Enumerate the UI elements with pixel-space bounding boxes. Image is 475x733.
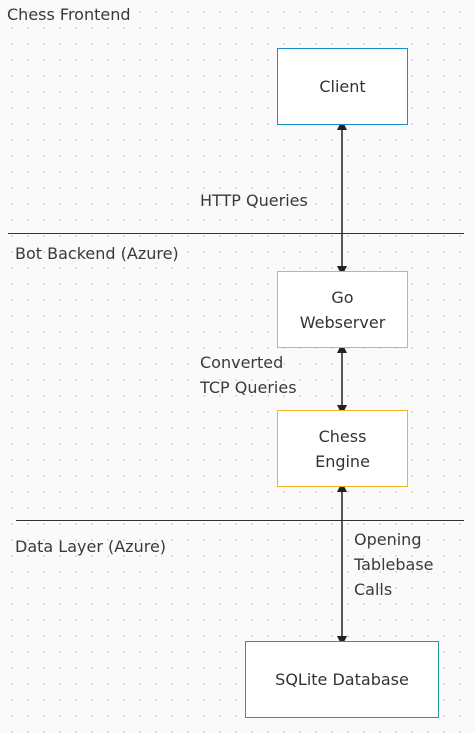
node-go-webserver-label: Go Webserver — [299, 287, 386, 332]
zone-divider-backend-data — [16, 520, 464, 521]
edge-label-http-queries: HTTP Queries — [200, 191, 308, 210]
node-chess-engine-label: Chess Engine — [315, 426, 370, 471]
node-go-webserver[interactable]: Go Webserver — [277, 271, 408, 348]
node-client[interactable]: Client — [277, 48, 408, 125]
zone-label-chess-frontend: Chess Frontend — [7, 5, 131, 24]
edge-label-opening-tablebase-calls: Opening Tablebase Calls — [354, 530, 434, 599]
node-sqlite-database[interactable]: SQLite Database — [245, 641, 439, 718]
node-sqlite-database-label: SQLite Database — [275, 670, 409, 689]
zone-label-bot-backend: Bot Backend (Azure) — [15, 244, 179, 263]
edge-label-converted-tcp-queries: Converted TCP Queries — [200, 353, 297, 397]
node-client-label: Client — [319, 77, 366, 96]
zone-label-data-layer: Data Layer (Azure) — [15, 537, 167, 556]
node-chess-engine[interactable]: Chess Engine — [277, 410, 408, 487]
zone-divider-frontend-backend — [8, 233, 464, 234]
